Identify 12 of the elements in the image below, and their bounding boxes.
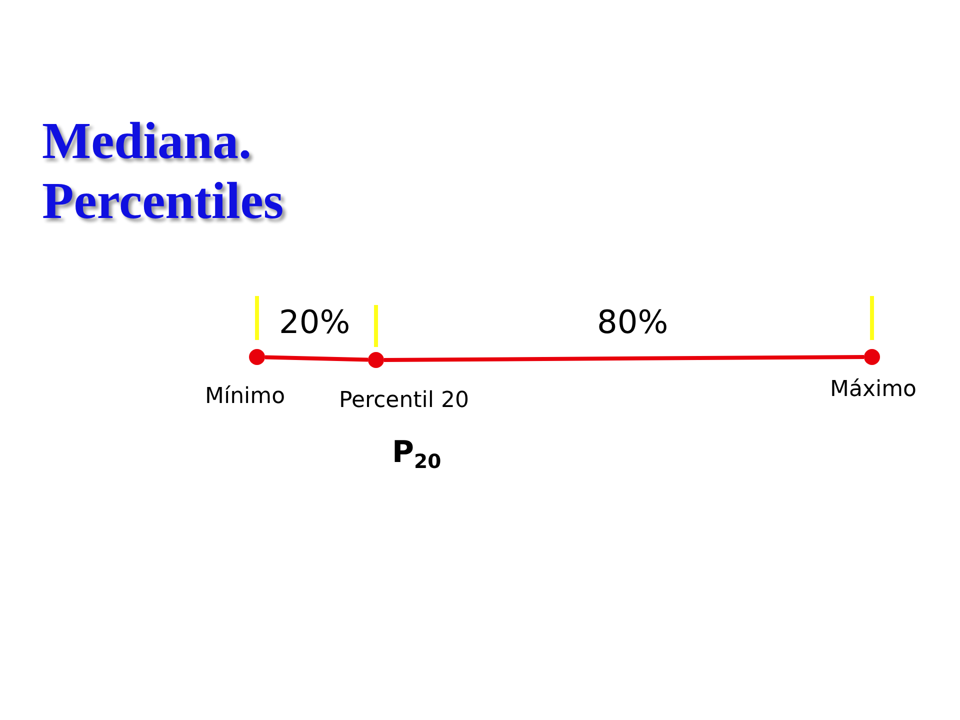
connector-line	[384, 355, 864, 362]
percentage-label: 20%	[279, 304, 350, 341]
point-symbol: P$_{20}$	[392, 436, 442, 470]
point-marker	[864, 349, 880, 365]
point-marker	[368, 352, 384, 368]
point-label: Percentil 20	[339, 388, 469, 414]
point-marker	[249, 349, 265, 365]
percentage-label: 80%	[597, 304, 668, 341]
point-label: Mínimo	[205, 384, 286, 410]
point-label: Máximo	[830, 377, 916, 402]
title: Mediana. Percentiles	[42, 112, 285, 232]
connector-line	[264, 355, 368, 362]
